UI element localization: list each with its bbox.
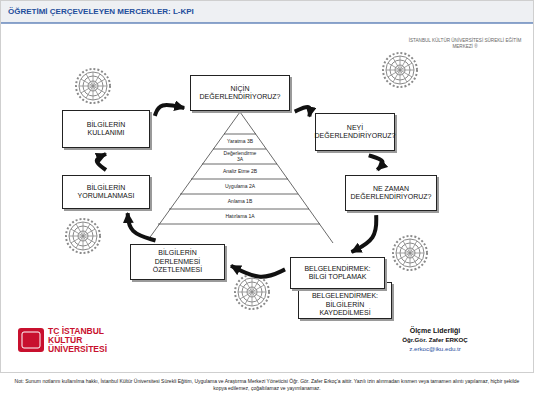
- box-label: BİLGİLERİN DERLENMESİ ÖZETLENMESİ: [141, 249, 214, 275]
- course-title: Ölçme Liderliği: [370, 326, 500, 335]
- box-label: NEYİ DEĞERLENDİRİYORUZ?: [315, 124, 396, 141]
- process-box: NE ZAMAN DEĞERLENDİRİYORUZ?: [345, 175, 437, 211]
- university-emblem: [18, 328, 44, 352]
- box-label: NE ZAMAN DEĞERLENDİRİYORUZ?: [351, 185, 432, 202]
- box-label: NİÇİN DEĞERLENDİRİYORUZ?: [200, 85, 281, 102]
- band-label: Hatırlama 1A: [225, 214, 254, 220]
- pyramid: [148, 112, 333, 243]
- cycle-arrow: [369, 155, 383, 170]
- process-box: BİLGİLERİN DERLENMESİ ÖZETLENMESİ: [130, 244, 225, 280]
- box-label: BELGELENDİRMEK: BİLGİLERİN KAYDEDİLMESİ: [309, 292, 381, 318]
- band-label: Analiz Etme 2B: [223, 169, 257, 175]
- band-label: Değerlendirme 3A: [221, 151, 259, 162]
- process-box: NEYİ DEĞERLENDİRİYORUZ?: [315, 113, 395, 151]
- mandala-icon: [393, 236, 427, 270]
- pyramid-band: Hatırlama 1A: [221, 209, 259, 224]
- cycle-arrow: [97, 154, 106, 170]
- cycle-arrow: [231, 266, 285, 277]
- process-box: BELGELENDİRMEK: BİLGİ TOPLAMAK: [290, 257, 385, 289]
- process-box: NİÇİN DEĞERLENDİRİYORUZ?: [190, 75, 290, 111]
- band-label: Uygulama 2A: [225, 184, 255, 190]
- cycle-arrow: [295, 107, 310, 116]
- process-box: BİLGİLERİN YORUMLANMASI: [62, 175, 150, 209]
- title-rule: [1, 23, 533, 24]
- author-name: Öğr.Gör. Zafer ERKOÇ: [370, 336, 500, 344]
- box-label: BİLGİLERİN YORUMLANMASI: [73, 184, 139, 201]
- cycle-arrow: [128, 213, 156, 240]
- mandala-icon: [383, 53, 417, 87]
- title-bar: [1, 1, 533, 23]
- box-label: BELGELENDİRMEK: BİLGİ TOPLAMAK: [301, 265, 374, 282]
- institute-label: İSTANBUL KÜLTÜR ÜNİVERSİTESİ SÜREKLİ EĞİ…: [405, 38, 525, 50]
- band-label: Anlama 1B: [228, 199, 252, 205]
- pyramid-band: Anlama 1B: [221, 194, 259, 209]
- band-label: Yaratma 3B: [227, 139, 253, 145]
- process-box: BİLGİLERİN KULLANIMI: [62, 110, 150, 148]
- slide-title: ÖĞRETİMİ ÇERÇEVELEYEN MERCEKLER: L-KPI: [8, 7, 194, 16]
- box-label: BİLGİLERİN KULLANIMI: [73, 121, 139, 138]
- cycle-arrow: [155, 105, 184, 116]
- mandala-icon: [66, 219, 100, 253]
- university-logo-text: TC İSTANBUL KÜLTÜR ÜNİVERSİTESİ: [48, 327, 114, 354]
- copyright-note: Not: Sunum notlarını kullanılma hakkı, İ…: [10, 378, 524, 392]
- pyramid-band: Analiz Etme 2B: [221, 164, 259, 179]
- mandala-icon: [235, 275, 269, 309]
- slide-frame: [1, 1, 534, 373]
- mandala-icon: [76, 69, 110, 103]
- pyramid-band: Uygulama 2A: [221, 179, 259, 194]
- author-email: z.erkoc@iku.edu.tr: [370, 345, 500, 353]
- cycle-arrow: [352, 215, 377, 252]
- pyramid-band: Değerlendirme 3A: [221, 149, 259, 164]
- pyramid-band: Yaratma 3B: [221, 134, 259, 149]
